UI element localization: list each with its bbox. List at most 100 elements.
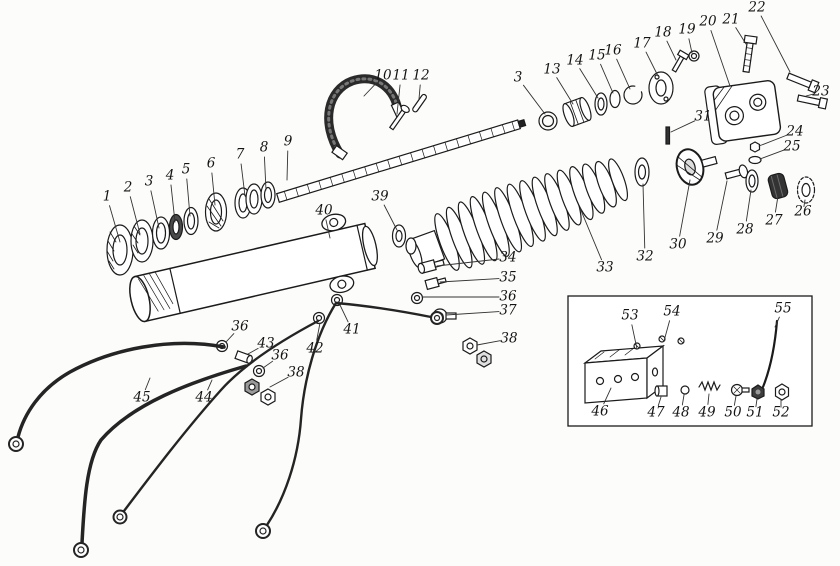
part-label-10: 10 xyxy=(374,67,392,84)
leader-line-30 xyxy=(679,179,691,237)
washer-stack xyxy=(106,181,276,276)
part-label-30: 30 xyxy=(669,236,687,253)
leader-line-43 xyxy=(247,347,259,355)
part-label-7: 7 xyxy=(235,146,245,163)
leader-line-19 xyxy=(688,38,693,54)
leader-line-14 xyxy=(579,68,599,99)
hoses-and-tubes xyxy=(8,301,444,558)
leader-line-36 xyxy=(225,333,235,343)
leader-line-28 xyxy=(745,189,752,222)
clamp-strap xyxy=(324,74,405,161)
part-label-46: 46 xyxy=(591,403,609,420)
leader-line-48 xyxy=(681,394,685,406)
leader-line-49 xyxy=(707,393,710,405)
leader-line-39 xyxy=(383,204,398,231)
leader-line-11 xyxy=(396,84,401,115)
leader-line-54 xyxy=(663,320,671,342)
rod-washer xyxy=(391,224,417,255)
leader-line-38 xyxy=(476,340,501,346)
part-label-54: 54 xyxy=(663,303,681,320)
part-label-23: 23 xyxy=(812,83,830,100)
leader-line-25 xyxy=(759,149,785,160)
housing-and-bolts xyxy=(665,34,829,165)
part-label-8: 8 xyxy=(259,139,269,156)
leader-line-32 xyxy=(642,183,646,249)
leader-line-50 xyxy=(733,395,737,406)
part-label-50: 50 xyxy=(724,404,742,421)
clamp-pin xyxy=(412,93,427,113)
part-label-48: 48 xyxy=(672,404,690,421)
leader-line-15 xyxy=(600,63,614,94)
part-label-34: 34 xyxy=(499,249,517,266)
leader-line-9 xyxy=(286,150,289,181)
leader-line-16 xyxy=(616,58,631,90)
leader-line-29 xyxy=(716,180,728,231)
leader-line-10 xyxy=(363,82,378,97)
part-label-51: 51 xyxy=(746,404,764,421)
leader-line-55 xyxy=(774,316,780,328)
tie-rod xyxy=(275,118,527,204)
part-label-39: 39 xyxy=(371,188,389,205)
part-label-45: 45 xyxy=(133,389,151,406)
part-label-40: 40 xyxy=(315,202,333,219)
leader-line-5 xyxy=(186,178,191,217)
part-label-28: 28 xyxy=(736,221,754,238)
leader-line-36 xyxy=(262,360,274,369)
leader-line-12 xyxy=(418,84,421,100)
part-label-32: 32 xyxy=(636,248,654,265)
leader-line-13 xyxy=(556,77,574,105)
cylinder-body xyxy=(129,213,378,323)
leader-line-27 xyxy=(774,195,779,213)
leader-line-6 xyxy=(211,172,216,206)
part-label-1: 1 xyxy=(102,188,112,205)
leader-line-42 xyxy=(316,322,321,341)
leader-line-47 xyxy=(657,396,662,407)
leader-line-37 xyxy=(445,311,500,316)
boot-washer xyxy=(634,157,650,187)
part-label-29: 29 xyxy=(706,230,724,247)
part-label-9: 9 xyxy=(283,133,293,150)
part-label-16: 16 xyxy=(604,42,622,59)
part-label-47: 47 xyxy=(647,404,665,421)
part-label-49: 49 xyxy=(698,404,716,421)
leader-line-1 xyxy=(109,205,121,243)
part-label-42: 42 xyxy=(306,340,324,357)
part-label-3: 3 xyxy=(513,69,523,86)
leader-line-34 xyxy=(436,258,500,267)
leader-line-31 xyxy=(670,120,696,133)
leader-line-22 xyxy=(760,15,791,73)
part-label-31: 31 xyxy=(694,108,712,125)
leader-line-33 xyxy=(579,207,602,261)
leader-line-40 xyxy=(325,219,331,239)
part-label-15: 15 xyxy=(588,47,606,64)
leader-line-20 xyxy=(710,30,731,87)
part-label-18: 18 xyxy=(654,24,672,41)
leader-line-4 xyxy=(170,184,176,223)
part-label-14: 14 xyxy=(566,52,584,69)
part-label-35: 35 xyxy=(499,269,517,286)
part-label-6: 6 xyxy=(206,155,216,172)
part-label-33: 33 xyxy=(596,259,614,276)
leader-line-23 xyxy=(805,93,815,97)
part-label-2: 2 xyxy=(123,179,133,196)
part-label-3: 3 xyxy=(144,173,154,190)
part-label-52: 52 xyxy=(772,404,790,421)
leader-line-51 xyxy=(755,398,758,408)
part-label-13: 13 xyxy=(543,61,561,78)
part-label-21: 21 xyxy=(722,11,740,28)
part-label-36: 36 xyxy=(271,347,289,364)
leader-line-45 xyxy=(144,377,151,391)
leader-line-46 xyxy=(603,387,612,405)
leader-line-18 xyxy=(666,40,677,61)
part-label-41: 41 xyxy=(343,321,361,338)
leader-line-35 xyxy=(439,278,500,283)
part-label-20: 20 xyxy=(699,13,717,30)
leader-line-3 xyxy=(150,190,160,229)
part-label-38: 38 xyxy=(287,364,305,381)
leader-line-26 xyxy=(803,199,806,208)
leader-line-8 xyxy=(263,156,267,191)
part-label-4: 4 xyxy=(165,167,175,184)
rod-end-parts xyxy=(538,71,674,131)
